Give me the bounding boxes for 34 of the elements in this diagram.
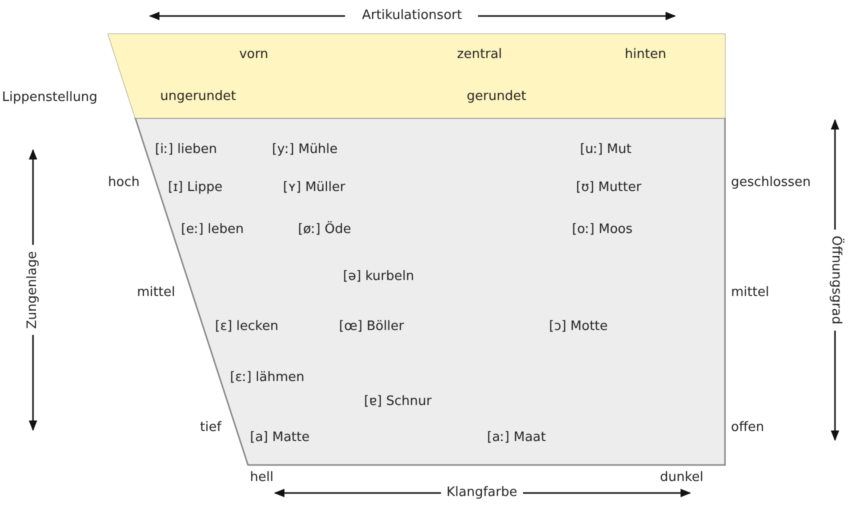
axis-label: Öffnungsgrad xyxy=(826,230,843,330)
chart-label: Lippenstellung xyxy=(2,90,98,106)
chart-label: hoch xyxy=(108,175,140,191)
chart-label: [ɔ] Motte xyxy=(549,319,608,335)
chart-label: [ʏ] Müller xyxy=(283,180,346,196)
chart-label: [a] Matte xyxy=(250,430,310,446)
chart-label: [yː] Mühle xyxy=(272,142,338,158)
cell-text: hinten xyxy=(624,46,666,62)
cell-text: zentral xyxy=(456,46,502,62)
chart-label: [ɪ] Lippe xyxy=(168,180,222,196)
chart-label: [ʊ] Mutter xyxy=(576,180,642,196)
chart-label: [oː] Moos xyxy=(572,222,633,238)
cell-text: vorn xyxy=(239,46,268,62)
chart-label: [œ] Böller xyxy=(339,319,404,335)
chart-label: offen xyxy=(731,420,764,436)
chart-label: [aː] Maat xyxy=(487,430,546,446)
chart-label: [uː] Mut xyxy=(580,142,632,158)
chart-label: [eː] leben xyxy=(181,222,244,238)
chart-label: [ɛː] lähmen xyxy=(230,370,304,386)
cell-text: gerundet xyxy=(466,88,526,104)
chart-label: [øː] Öde xyxy=(298,222,352,238)
chart-label: mittel xyxy=(137,285,176,301)
chart-label: hell xyxy=(250,470,274,486)
axis-label: Zungenlage xyxy=(24,245,41,335)
chart-label: tief xyxy=(200,420,222,436)
chart-label: geschlossen xyxy=(731,175,811,191)
axis-label: Klangfarbe xyxy=(440,485,524,501)
cell-text: ungerundet xyxy=(160,88,236,104)
chart-label: [ɛ] lecken xyxy=(215,319,278,335)
chart-label: dunkel xyxy=(660,470,704,486)
chart-label: mittel xyxy=(731,285,770,301)
chart-label: [iː] lieben xyxy=(155,142,217,158)
chart-label: [ə] kurbeln xyxy=(343,269,414,285)
chart-label: [ɐ] Schnur xyxy=(364,394,432,410)
